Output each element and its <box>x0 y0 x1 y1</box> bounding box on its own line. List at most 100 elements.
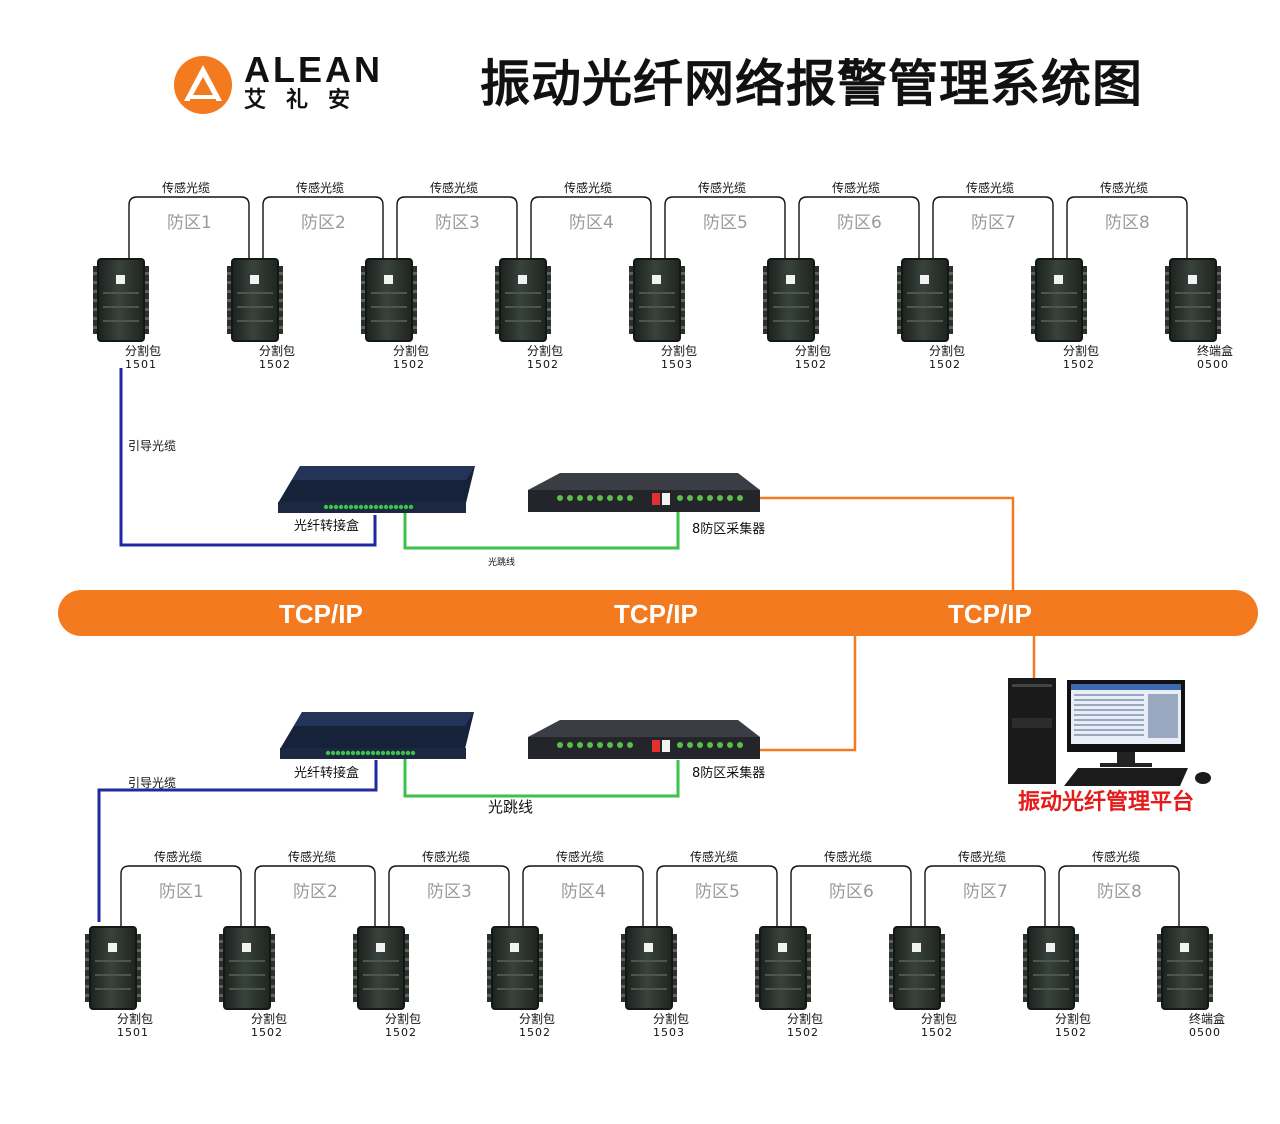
splice-box-name: 分割包 <box>117 1012 154 1026</box>
splice-box-window <box>384 275 393 284</box>
sensing-cable-label: 传感光缆 <box>1100 181 1149 195</box>
splice-box-code: 1503 <box>661 358 693 371</box>
splice-box-rib <box>639 320 675 322</box>
splice-box-rib <box>899 974 935 976</box>
splice-box-rib <box>371 306 407 308</box>
fiber-port <box>697 495 703 501</box>
splice-box-rib <box>1041 292 1077 294</box>
splice-box-code: 1502 <box>519 1026 551 1039</box>
splice-box-rib <box>371 320 407 322</box>
sensing-cable-label: 传感光缆 <box>422 850 471 864</box>
top-8zone-collector <box>528 473 760 512</box>
fiber-port <box>348 504 354 510</box>
sensing-cable-label: 传感光缆 <box>1092 850 1141 864</box>
brand-name: ALEAN <box>244 49 383 90</box>
sensing-cable-loop <box>254 865 376 926</box>
top-converter-label: 光纤转接盒 <box>294 519 360 534</box>
splice-box-rib <box>229 974 265 976</box>
fiber-port <box>687 742 693 748</box>
fiber-port <box>385 750 391 756</box>
splice-box-window <box>1046 943 1055 952</box>
splice-box-code: 0500 <box>1197 358 1229 371</box>
splice-box-rib <box>363 988 399 990</box>
fiber-port <box>373 504 379 510</box>
splice-box-rib <box>229 960 265 962</box>
top-jumper-label: 光跳线 <box>488 558 516 568</box>
tcp-ip-label-3: TCP/IP <box>948 599 1032 629</box>
fiber-port <box>567 742 573 748</box>
bottom-jumper-cable <box>403 758 680 798</box>
splice-box-rib <box>95 988 131 990</box>
sensing-cable-label: 传感光缆 <box>690 850 739 864</box>
splice-box-name: 分割包 <box>1063 344 1100 358</box>
fiber-port <box>393 504 399 510</box>
top-fiber-converter <box>278 466 475 513</box>
fiber-port <box>587 495 593 501</box>
splice-box-window <box>1188 275 1197 284</box>
bottom-jumper-label: 光跳线 <box>488 798 534 816</box>
fiber-port <box>333 504 339 510</box>
splice-box-code: 1502 <box>393 358 425 371</box>
splice-box-window <box>1054 275 1063 284</box>
splice-box-name: 分割包 <box>661 344 698 358</box>
splice-box <box>629 258 685 342</box>
fiber-port <box>370 750 376 756</box>
splice-box <box>219 926 275 1010</box>
zone-label: 防区5 <box>703 213 748 233</box>
sensing-cable-label: 传感光缆 <box>296 181 345 195</box>
fiber-port <box>365 750 371 756</box>
splice-box-name: 分割包 <box>393 344 430 358</box>
bottom-collector-label: 8防区采集器 <box>692 766 766 781</box>
fiber-port <box>727 742 733 748</box>
sensing-cable-label: 传感光缆 <box>564 181 613 195</box>
fiber-port <box>403 504 409 510</box>
splice-box-window <box>116 275 125 284</box>
bottom-lead-cable <box>97 760 378 922</box>
splice-box-code: 1502 <box>795 358 827 371</box>
splice-box <box>85 926 141 1010</box>
fiber-port <box>325 750 331 756</box>
zone-label: 防区8 <box>1105 213 1150 233</box>
splice-box-rib <box>631 960 667 962</box>
fiber-port <box>737 742 743 748</box>
fiber-port <box>687 495 693 501</box>
fiber-port <box>577 495 583 501</box>
splice-box <box>227 258 283 342</box>
splice-box-name: 分割包 <box>1055 1012 1092 1026</box>
fiber-port <box>345 750 351 756</box>
splice-box-window <box>376 943 385 952</box>
alean-logo-icon <box>174 56 232 114</box>
fiber-port <box>587 742 593 748</box>
sensing-cable-loop <box>120 865 242 926</box>
splice-box-rib <box>229 988 265 990</box>
splice-box-code: 1502 <box>929 358 961 371</box>
splice-box-code: 1501 <box>125 358 157 371</box>
sensing-cable-label: 传感光缆 <box>832 181 881 195</box>
fiber-port <box>368 504 374 510</box>
fiber-port <box>335 750 341 756</box>
sensing-cable-loop <box>522 865 644 926</box>
fiber-port <box>707 742 713 748</box>
splice-box-name: 分割包 <box>519 1012 556 1026</box>
splice-box <box>353 926 409 1010</box>
top-network-link <box>760 496 1015 592</box>
splice-box-rib <box>103 292 139 294</box>
sensing-cable-label: 传感光缆 <box>162 181 211 195</box>
fiber-port <box>343 504 349 510</box>
fiber-port <box>405 750 411 756</box>
zone-label: 防区6 <box>837 213 882 233</box>
page-title: 振动光纤网络报警管理系统图 <box>480 55 1143 113</box>
sensing-cable-loop <box>1066 196 1188 258</box>
splice-box-rib <box>95 974 131 976</box>
fiber-port <box>607 742 613 748</box>
splice-box-rib <box>1041 320 1077 322</box>
splice-box-name: 分割包 <box>921 1012 958 1026</box>
splice-box-rib <box>773 292 809 294</box>
splice-box-code: 1502 <box>385 1026 417 1039</box>
sensing-cable-loop <box>924 865 1046 926</box>
top-jumper-cable <box>403 510 680 550</box>
fiber-port <box>627 742 633 748</box>
splice-box <box>93 258 149 342</box>
zone-label: 防区1 <box>167 213 212 233</box>
splice-box <box>889 926 945 1010</box>
